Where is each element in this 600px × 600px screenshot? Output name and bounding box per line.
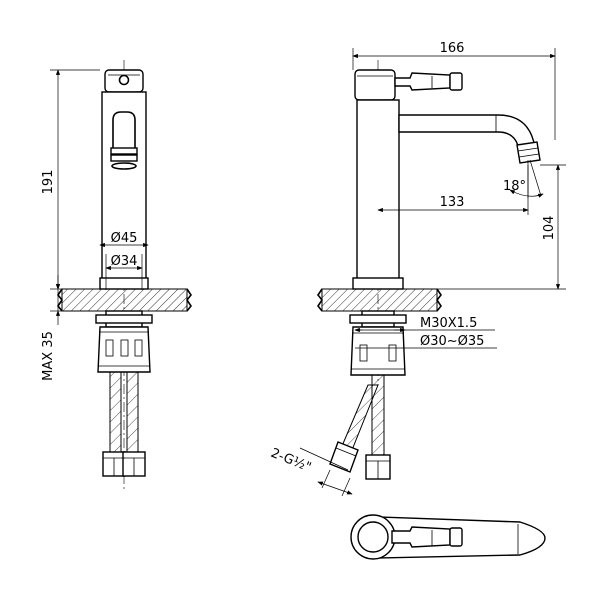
dim-hole-range: Ø30~Ø35 (355, 334, 497, 349)
front-aerator-ring-1 (110, 147, 138, 155)
dim-dia-45: Ø45 (99, 231, 149, 248)
front-aerator-outlet (111, 162, 137, 170)
front-hose-left (109, 371, 122, 453)
dim-angle-label: 18° (503, 179, 526, 194)
dim-angle: 18° (503, 159, 544, 198)
side-countertop-break-left (317, 288, 323, 312)
side-view: 166 133 104 18° M30X1.5 (269, 41, 566, 497)
front-body-column (101, 91, 147, 283)
side-mounting-nut (350, 326, 406, 376)
dim-width-total-label: 166 (440, 41, 465, 56)
dim-thread-label: M30X1.5 (420, 316, 477, 331)
front-mounting-nut (97, 326, 151, 373)
side-lever-handle (394, 72, 451, 91)
top-view-lever-tip (449, 527, 463, 547)
dim-max-thickness: MAX 35 (41, 275, 62, 381)
front-base-ring (99, 277, 149, 290)
dim-thread: M30X1.5 (354, 316, 495, 333)
side-aerator (516, 141, 541, 164)
front-countertop (61, 288, 188, 312)
top-view (350, 514, 546, 560)
dim-connection-label: 2-G½" (269, 446, 314, 476)
side-hose-nut-angled (329, 441, 359, 473)
side-body-column (356, 99, 400, 281)
dim-width-total: 166 (352, 41, 556, 140)
dim-dia-34-label: Ø34 (111, 254, 138, 269)
side-mounting (349, 310, 407, 376)
side-supply-hoses (329, 374, 391, 480)
side-faucet-body (352, 69, 541, 290)
front-mounting (95, 310, 153, 373)
side-countertop-break-right (436, 288, 442, 312)
dim-spout-height: 104 (437, 164, 566, 290)
dim-reach-label: 133 (440, 195, 465, 210)
front-spout-opening (112, 111, 136, 152)
dim-height-total: 191 (41, 69, 100, 290)
side-washer (349, 314, 407, 324)
dim-hole-range-label: Ø30~Ø35 (420, 334, 484, 349)
dim-dia-45-label: Ø45 (111, 231, 138, 246)
front-hose-right (126, 371, 139, 453)
side-lever-tip (449, 72, 463, 91)
front-faucet-body (99, 69, 149, 290)
side-handle-top (354, 69, 396, 101)
dim-max-thickness-label: MAX 35 (41, 331, 56, 381)
side-countertop (321, 288, 438, 312)
dim-height-total-label: 191 (41, 170, 56, 195)
dim-spout-height-label: 104 (542, 216, 557, 241)
dim-dia-34: Ø34 (105, 254, 143, 290)
front-handle-top (104, 69, 144, 93)
front-view: 191 MAX 35 Ø45 Ø34 (41, 60, 192, 490)
front-washer (95, 314, 153, 324)
front-aerator-ring-2 (110, 154, 138, 162)
front-handle-indicator (118, 74, 130, 86)
front-supply-hoses (102, 371, 146, 477)
side-base-ring (352, 277, 404, 290)
front-countertop-break-right (186, 288, 192, 312)
front-countertop-break-left (57, 288, 63, 312)
top-view-body-inner (357, 521, 389, 553)
side-spout (398, 114, 536, 151)
